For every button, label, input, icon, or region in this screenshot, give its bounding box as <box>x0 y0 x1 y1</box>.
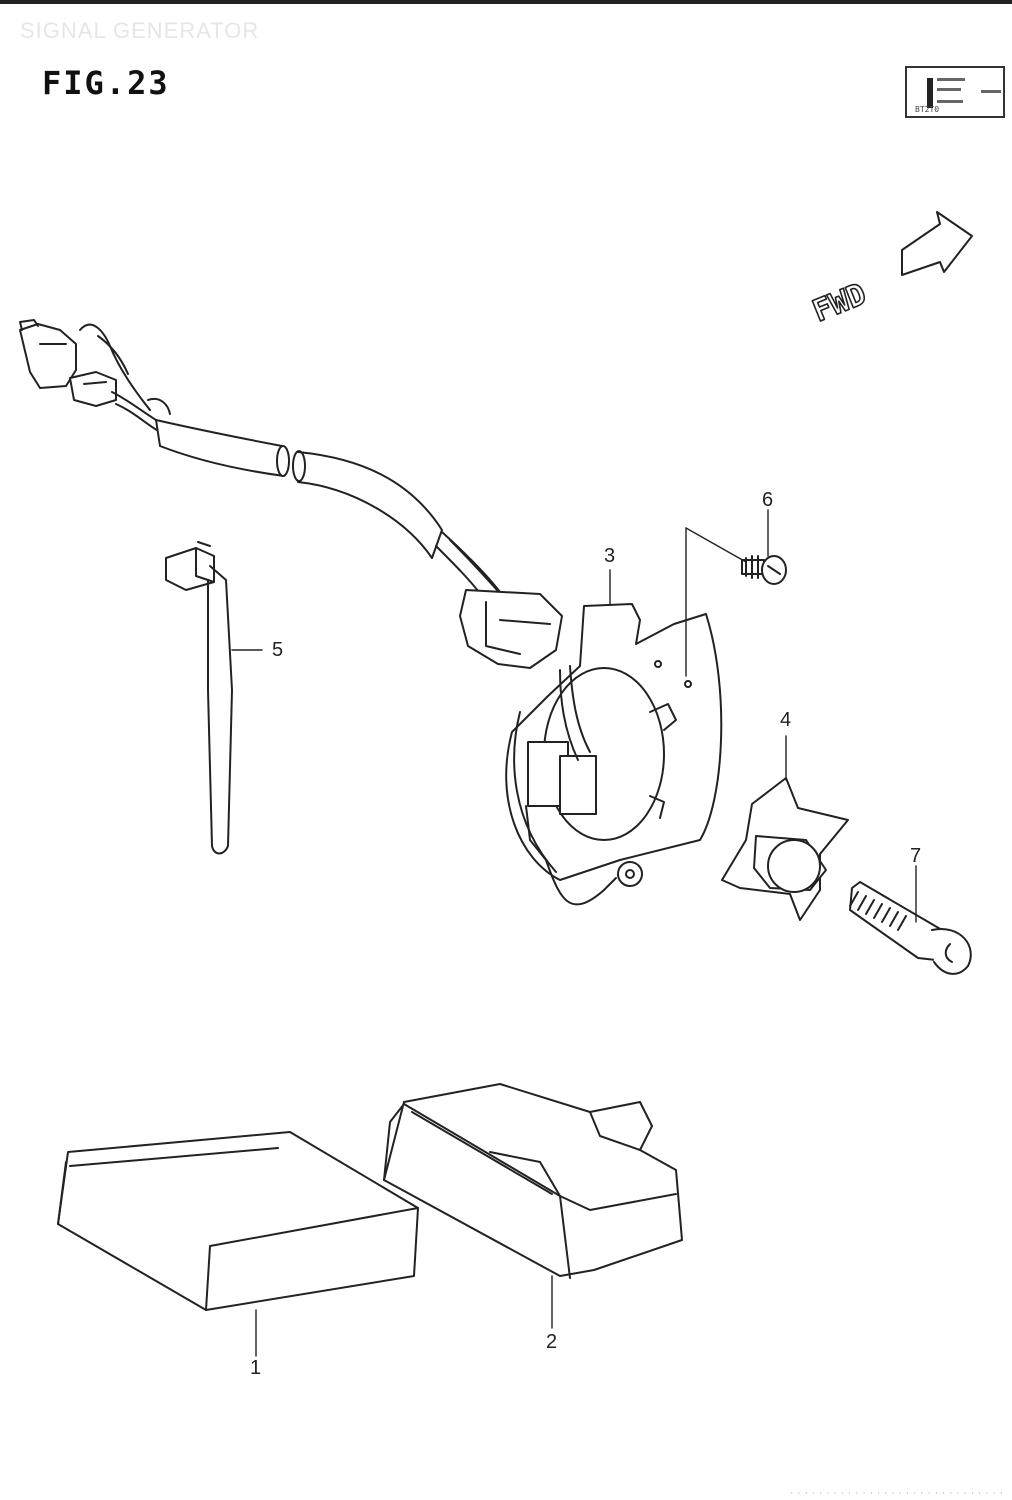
section-title: SIGNAL GENERATOR <box>20 18 260 43</box>
footer-scan-artifact: · · · · · · · · · · · · · · · · · · · · … <box>790 1490 1004 1497</box>
part-6-screw <box>742 556 786 584</box>
part-4-pulsar-rotor <box>722 778 848 920</box>
part-1-cover-block <box>58 1132 418 1310</box>
top-border-line <box>0 0 1012 4</box>
fwd-direction-marker: FWD <box>807 212 972 330</box>
callout-4: 4 <box>780 709 791 731</box>
callout-2: 2 <box>546 1331 557 1353</box>
part-5-cable-tie <box>166 542 232 854</box>
model-stamp: BT2T0 <box>905 66 1005 118</box>
callout-1: 1 <box>250 1357 261 1379</box>
part-7-bolt <box>850 882 971 974</box>
figure-label: FIG.23 <box>42 64 170 102</box>
callout-5: 5 <box>272 639 283 661</box>
callout-7: 7 <box>910 845 921 867</box>
stamp-code: BT2T0 <box>915 105 940 114</box>
leader-lines <box>232 510 916 1356</box>
wire-harness <box>20 320 562 668</box>
callout-3: 3 <box>604 545 615 567</box>
fwd-label: FWD <box>808 277 871 330</box>
part-3-signal-generator-plate <box>506 604 721 904</box>
stamp-bar <box>927 78 933 108</box>
callout-6: 6 <box>762 489 773 511</box>
part-2-case <box>384 1084 682 1278</box>
